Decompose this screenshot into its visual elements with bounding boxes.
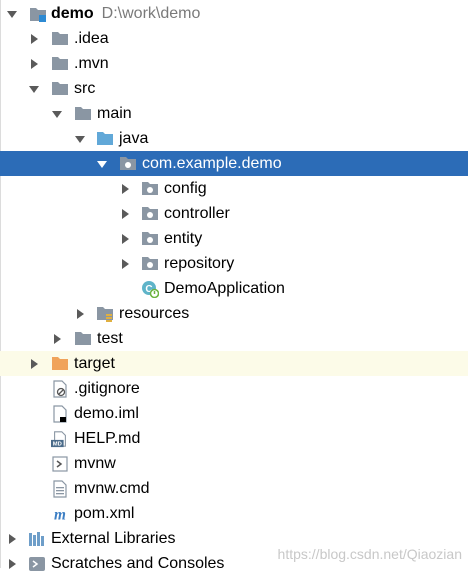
tree-row-demoapplication[interactable]: C DemoApplication [0,276,468,301]
root-path: D:\work\demo [101,5,201,22]
tree-item-label: entity [164,230,203,247]
chevron-right-icon[interactable] [28,33,40,45]
excluded-folder-icon [51,355,69,373]
tree-row-demo-iml[interactable]: demo.iml [0,401,468,426]
tree-left-border [0,0,1,568]
folder-icon [51,30,69,48]
chevron-down-icon[interactable] [74,133,86,145]
chevron-down-icon[interactable] [96,158,108,170]
tree-item-label: config [164,180,207,197]
spring-boot-class-icon: C [141,280,159,298]
tree-item-label: java [119,130,149,147]
folder-icon [74,105,92,123]
tree-row-test[interactable]: test [0,326,468,351]
tree-row-idea[interactable]: .idea [0,26,468,51]
tree-row-external-libraries[interactable]: External Libraries [0,526,468,551]
chevron-right-icon[interactable] [74,308,86,320]
tree-item-label: mvnw.cmd [74,480,150,497]
resources-folder-icon [96,305,114,323]
tree-row-mvnw[interactable]: mvnw [0,451,468,476]
tree-item-label: repository [164,255,235,272]
root-name: demo [51,5,94,22]
chevron-right-icon[interactable] [6,533,18,545]
text-file-icon [51,479,69,498]
chevron-down-icon[interactable] [6,8,18,20]
tree-row-mvnw-cmd[interactable]: mvnw.cmd [0,476,468,501]
tree-row-gitignore[interactable]: .gitignore [0,376,468,401]
tree-item-label: controller [164,205,230,222]
tree-item-label: .idea [74,30,109,47]
tree-root-label: demo D:\work\demo [51,1,200,26]
chevron-right-icon[interactable] [119,183,131,195]
tree-item-label: .mvn [74,55,109,72]
module-folder-icon [29,5,47,23]
tree-item-label: External Libraries [51,530,176,547]
tree-row-com-example-demo[interactable]: com.example.demo [0,151,468,176]
iml-file-icon [51,404,69,423]
tree-row-repository[interactable]: repository [0,251,468,276]
folder-icon [51,55,69,73]
tree-item-label: DemoApplication [164,280,285,297]
chevron-right-icon[interactable] [28,358,40,370]
tree-row-root[interactable]: demo D:\work\demo [0,1,468,26]
package-icon [119,155,137,173]
tree-row-target[interactable]: target [0,351,468,376]
tree-row-entity[interactable]: entity [0,226,468,251]
chevron-down-icon[interactable] [28,83,40,95]
maven-file-icon: m [51,505,69,523]
package-icon [141,255,159,273]
tree-row-java[interactable]: java [0,126,468,151]
tree-item-label: target [74,355,115,372]
tree-item-label: src [74,80,96,97]
source-folder-icon [96,130,114,148]
tree-row-pom-xml[interactable]: m pom.xml [0,501,468,526]
svg-text:MD: MD [53,441,62,447]
chevron-right-icon[interactable] [6,558,18,570]
ignore-file-icon [51,379,69,398]
tree-item-label: test [97,330,123,347]
chevron-right-icon[interactable] [119,208,131,220]
tree-row-controller[interactable]: controller [0,201,468,226]
folder-icon [74,330,92,348]
tree-item-label: com.example.demo [142,155,282,172]
folder-icon [51,80,69,98]
markdown-file-icon: MD [51,430,69,448]
shell-file-icon [51,455,69,473]
tree-item-label: mvnw [74,455,116,472]
tree-row-help-md[interactable]: MD HELP.md [0,426,468,451]
svg-text:C: C [145,284,152,295]
svg-text:m: m [54,506,66,523]
tree-item-label: .gitignore [74,380,140,397]
package-icon [141,205,159,223]
tree-row-resources[interactable]: resources [0,301,468,326]
chevron-right-icon[interactable] [119,233,131,245]
tree-item-label: demo.iml [74,405,139,422]
tree-item-label: Scratches and Consoles [51,555,225,572]
chevron-down-icon[interactable] [51,108,63,120]
libraries-icon [28,530,46,548]
chevron-right-icon[interactable] [51,333,63,345]
watermark: https://blog.csdn.net/Qiaozian [277,546,462,562]
tree-item-label: HELP.md [74,430,141,447]
chevron-right-icon[interactable] [119,258,131,270]
package-icon [141,180,159,198]
tree-item-label: resources [119,305,190,322]
tree-row-src[interactable]: src [0,76,468,101]
package-icon [141,230,159,248]
tree-row-mvn[interactable]: .mvn [0,51,468,76]
tree-row-main[interactable]: main [0,101,468,126]
tree-item-label: pom.xml [74,505,135,522]
chevron-right-icon[interactable] [28,58,40,70]
tree-row-config[interactable]: config [0,176,468,201]
scratches-icon [28,555,46,573]
tree-item-label: main [97,105,132,122]
